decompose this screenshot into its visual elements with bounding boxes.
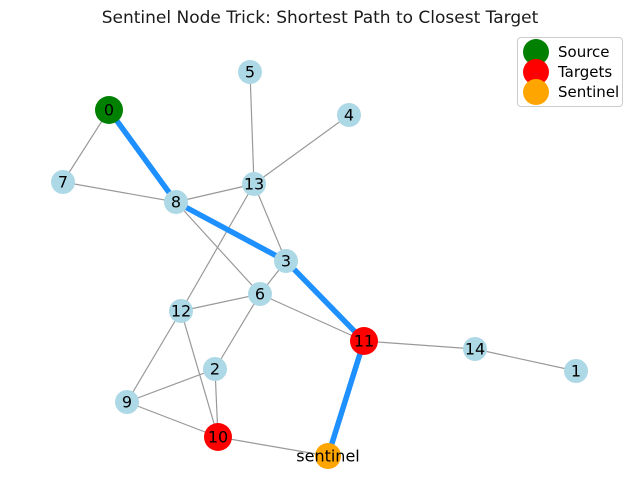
node-label-8: 8: [171, 193, 181, 212]
legend-item-source: Source: [523, 39, 616, 65]
node-label-3: 3: [281, 252, 291, 271]
node-3: [274, 249, 298, 273]
node-11: [350, 327, 378, 355]
node-label-6: 6: [255, 285, 265, 304]
page-title: Sentinel Node Trick: Shortest Path to Cl…: [101, 8, 539, 28]
node-9: [115, 390, 139, 414]
legend-label-source: Source: [558, 43, 610, 61]
node-14: [463, 337, 487, 361]
edge-2-9: [126, 368, 216, 403]
node-2: [203, 357, 227, 381]
edge-6-2: [214, 293, 261, 370]
node-label-9: 9: [122, 393, 132, 412]
legend-label-targets: Targets: [558, 63, 613, 81]
edge-13-4: [253, 114, 350, 185]
node-label-4: 4: [344, 106, 354, 125]
edge-8-6: [175, 201, 261, 295]
node-6: [248, 282, 272, 306]
node-label-5: 5: [245, 63, 255, 82]
edge-12-9: [126, 310, 182, 403]
node-4: [337, 103, 361, 127]
node-0: [95, 96, 123, 124]
edge-0-7: [62, 109, 110, 183]
legend-label-sentinel: Sentinel: [558, 83, 620, 101]
edge-6-12: [180, 293, 261, 312]
edge-11-14: [363, 340, 476, 350]
edge-8-13: [175, 183, 255, 203]
node-5: [238, 60, 262, 84]
edge-11-sentinel: [325, 338, 367, 459]
edge-8-3: [173, 199, 289, 264]
edge-0-8: [106, 107, 179, 205]
edge-3-11: [283, 258, 367, 344]
legend: Source Targets Sentinel: [517, 37, 623, 107]
legend-item-sentinel: Sentinel: [523, 79, 620, 105]
node-7: [51, 170, 75, 194]
edge-13-5: [249, 71, 255, 185]
edge-13-3: [253, 183, 287, 262]
node-13: [242, 172, 266, 196]
sentinel-node-icon: [523, 79, 549, 105]
edge-7-8: [62, 181, 177, 203]
node-10: [204, 423, 232, 451]
node-label-1: 1: [571, 362, 581, 381]
node-label-12: 12: [171, 302, 191, 321]
node-8: [164, 190, 188, 214]
edge-6-11: [259, 293, 365, 342]
edge-10-sentinel: [217, 436, 329, 457]
node-label-7: 7: [58, 173, 68, 192]
edge-13-12: [180, 183, 255, 312]
node-label-14: 14: [465, 340, 485, 359]
node-label-13: 13: [244, 175, 264, 194]
node-label-0: 0: [104, 101, 114, 120]
node-label-sentinel: sentinel: [296, 447, 359, 466]
node-12: [169, 299, 193, 323]
edge-12-10: [180, 310, 219, 438]
edge-9-10: [126, 401, 219, 438]
edge-14-1: [474, 348, 577, 372]
node-label-10: 10: [208, 428, 228, 447]
node-1: [564, 359, 588, 383]
node-label-2: 2: [210, 360, 220, 379]
node-label-11: 11: [354, 332, 374, 351]
node-sentinel: [315, 443, 341, 469]
